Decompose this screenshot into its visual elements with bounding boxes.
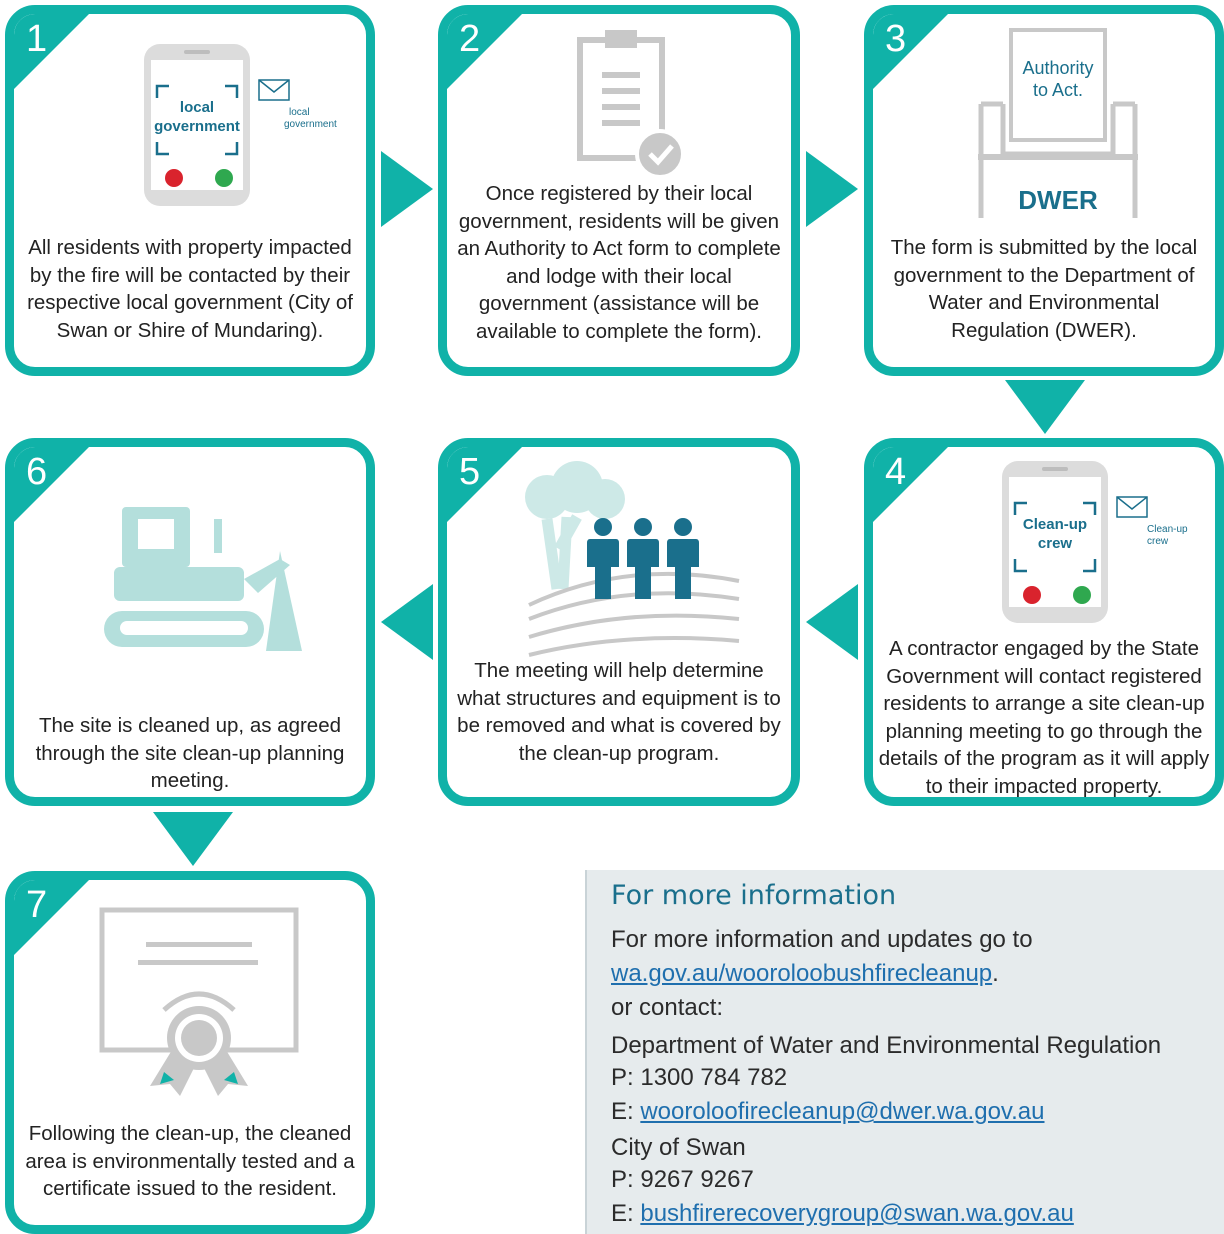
arrow-left-4-5 bbox=[806, 584, 858, 660]
step-2-corner bbox=[447, 14, 522, 89]
arrow-right-1-2 bbox=[381, 151, 433, 227]
mail-label-line2: government bbox=[284, 119, 337, 130]
step-3-description: The form is submitted by the local gover… bbox=[890, 236, 1198, 342]
step-4-number: 4 bbox=[885, 451, 907, 493]
step-1-card: 1 local government local government All … bbox=[5, 5, 375, 376]
mail-label-line2: crew bbox=[1147, 536, 1169, 547]
info-intro: For more information and updates go to bbox=[611, 926, 1033, 953]
mail-label-line1: Clean-up bbox=[1147, 524, 1188, 535]
step-5-number: 5 bbox=[459, 451, 481, 493]
dept-email-line: E: wooroloofirecleanup@dwer.wa.gov.au bbox=[611, 1098, 1045, 1126]
dept-phone: P: 1300 784 782 bbox=[611, 1064, 788, 1091]
step-6-card: 6 The site is cleaned up, as agreed thro… bbox=[5, 438, 375, 806]
step-1-description: All residents with property impacted by … bbox=[27, 236, 353, 342]
dept-email-link[interactable]: wooroloofirecleanup@dwer.wa.gov.au bbox=[640, 1098, 1045, 1125]
phone-label-line2: crew bbox=[1038, 535, 1073, 552]
more-info-panel: For more information For more informatio… bbox=[585, 870, 1224, 1234]
step-6-corner bbox=[14, 447, 89, 522]
certificate-icon bbox=[99, 907, 299, 1096]
arrow-down-6-7 bbox=[153, 812, 233, 866]
step-5-corner bbox=[447, 447, 522, 522]
step-1-corner bbox=[14, 14, 89, 89]
arrow-down-3-4 bbox=[1005, 380, 1085, 434]
bulldozer-icon bbox=[104, 507, 302, 651]
phone-label-line1: Clean-up bbox=[1023, 516, 1087, 533]
city-name: City of Swan bbox=[611, 1134, 746, 1161]
step-7-description: Following the clean-up, the cleaned area… bbox=[25, 1122, 355, 1200]
arrow-left-5-6 bbox=[381, 584, 433, 660]
link-period: . bbox=[992, 960, 999, 987]
submission-box-icon: Authority to Act. DWER bbox=[978, 28, 1138, 218]
step-2-description: Once registered by their local governmen… bbox=[457, 182, 781, 343]
step-3-corner bbox=[873, 14, 948, 89]
cleanup-website-link[interactable]: wa.gov.au/wooroloobushfirecleanup bbox=[611, 960, 993, 987]
step-6-number: 6 bbox=[26, 451, 48, 493]
info-title: For more information bbox=[611, 880, 897, 911]
city-email-link[interactable]: bushfirerecoverygroup@swan.wa.gov.au bbox=[640, 1200, 1074, 1227]
step-7-corner bbox=[14, 880, 89, 955]
dept-name: Department of Water and Environmental Re… bbox=[611, 1032, 1162, 1059]
info-or-contact: or contact: bbox=[611, 994, 724, 1021]
info-link-line: wa.gov.au/wooroloobushfirecleanup. bbox=[611, 960, 999, 988]
phone-icon: local government local government bbox=[144, 44, 337, 206]
phone-label-line2: government bbox=[154, 118, 240, 135]
phone-icon: Clean-up crew Clean-up crew bbox=[1002, 461, 1188, 623]
mail-label-line1: local bbox=[289, 107, 310, 118]
dept-email-prefix: E: bbox=[611, 1098, 641, 1125]
step-4-corner bbox=[873, 447, 948, 522]
step-7-number: 7 bbox=[26, 884, 48, 926]
step-2-card: 2 Once registered by their local governm… bbox=[438, 5, 800, 376]
meeting-field-icon bbox=[525, 461, 740, 657]
doc-label-line2: to Act. bbox=[1033, 80, 1083, 100]
step-6-description: The site is cleaned up, as agreed throug… bbox=[35, 714, 345, 792]
step-4-description: A contractor engaged by the State Govern… bbox=[878, 637, 1210, 798]
city-email-prefix: E: bbox=[611, 1200, 641, 1227]
step-2-number: 2 bbox=[459, 18, 481, 60]
dwer-box-label: DWER bbox=[1018, 185, 1098, 215]
step-1-number: 1 bbox=[26, 18, 48, 60]
step-3-number: 3 bbox=[885, 18, 907, 60]
clipboard-icon bbox=[577, 30, 685, 179]
phone-label-line1: local bbox=[180, 99, 214, 116]
step-3-card: 3 Authority to Act. DWER The form is sub… bbox=[864, 5, 1224, 376]
step-5-description: The meeting will help determine what str… bbox=[457, 659, 781, 765]
step-4-card: 4 Clean-up crew Clean-up crew A contract… bbox=[864, 438, 1224, 806]
city-phone: P: 9267 9267 bbox=[611, 1166, 754, 1193]
step-7-card: 7 Following the clean-up, the cleaned ar… bbox=[5, 871, 375, 1234]
arrow-right-2-3 bbox=[806, 151, 858, 227]
doc-label-line1: Authority bbox=[1022, 58, 1093, 78]
city-email-line: E: bushfirerecoverygroup@swan.wa.gov.au bbox=[611, 1200, 1074, 1228]
step-5-card: 5 The meeting will help determine what s… bbox=[438, 438, 800, 806]
